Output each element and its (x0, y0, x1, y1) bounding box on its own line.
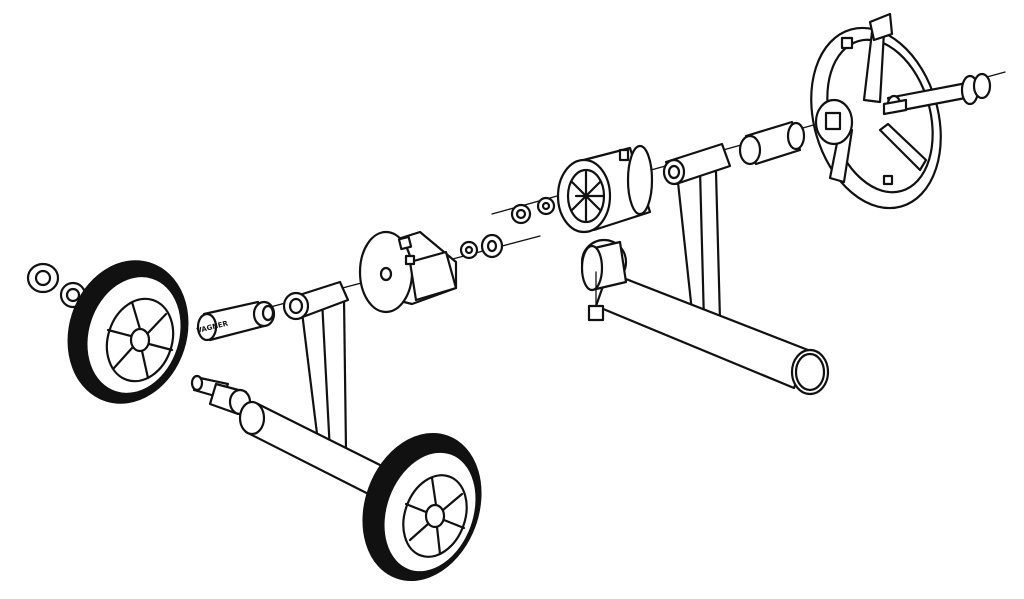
washer-outer-left (26, 262, 60, 294)
washer-center-4 (536, 196, 556, 216)
washer-center-1 (459, 240, 479, 260)
axle-sleeve-left: VAGNER (196, 300, 276, 342)
connector-sleeve (738, 120, 806, 166)
frame-left (238, 280, 412, 510)
gear-cup (556, 144, 654, 234)
crank-shaft (882, 72, 992, 116)
frame-right (580, 142, 830, 396)
hand-wheel (810, 12, 942, 210)
washer-center-2 (480, 233, 504, 259)
drive-housing-left (358, 230, 458, 314)
part-callout (587, 271, 605, 322)
washer-center-3 (510, 203, 532, 225)
wheel-left (67, 260, 189, 404)
axle-pin (190, 374, 252, 416)
wheel-front (362, 432, 482, 582)
